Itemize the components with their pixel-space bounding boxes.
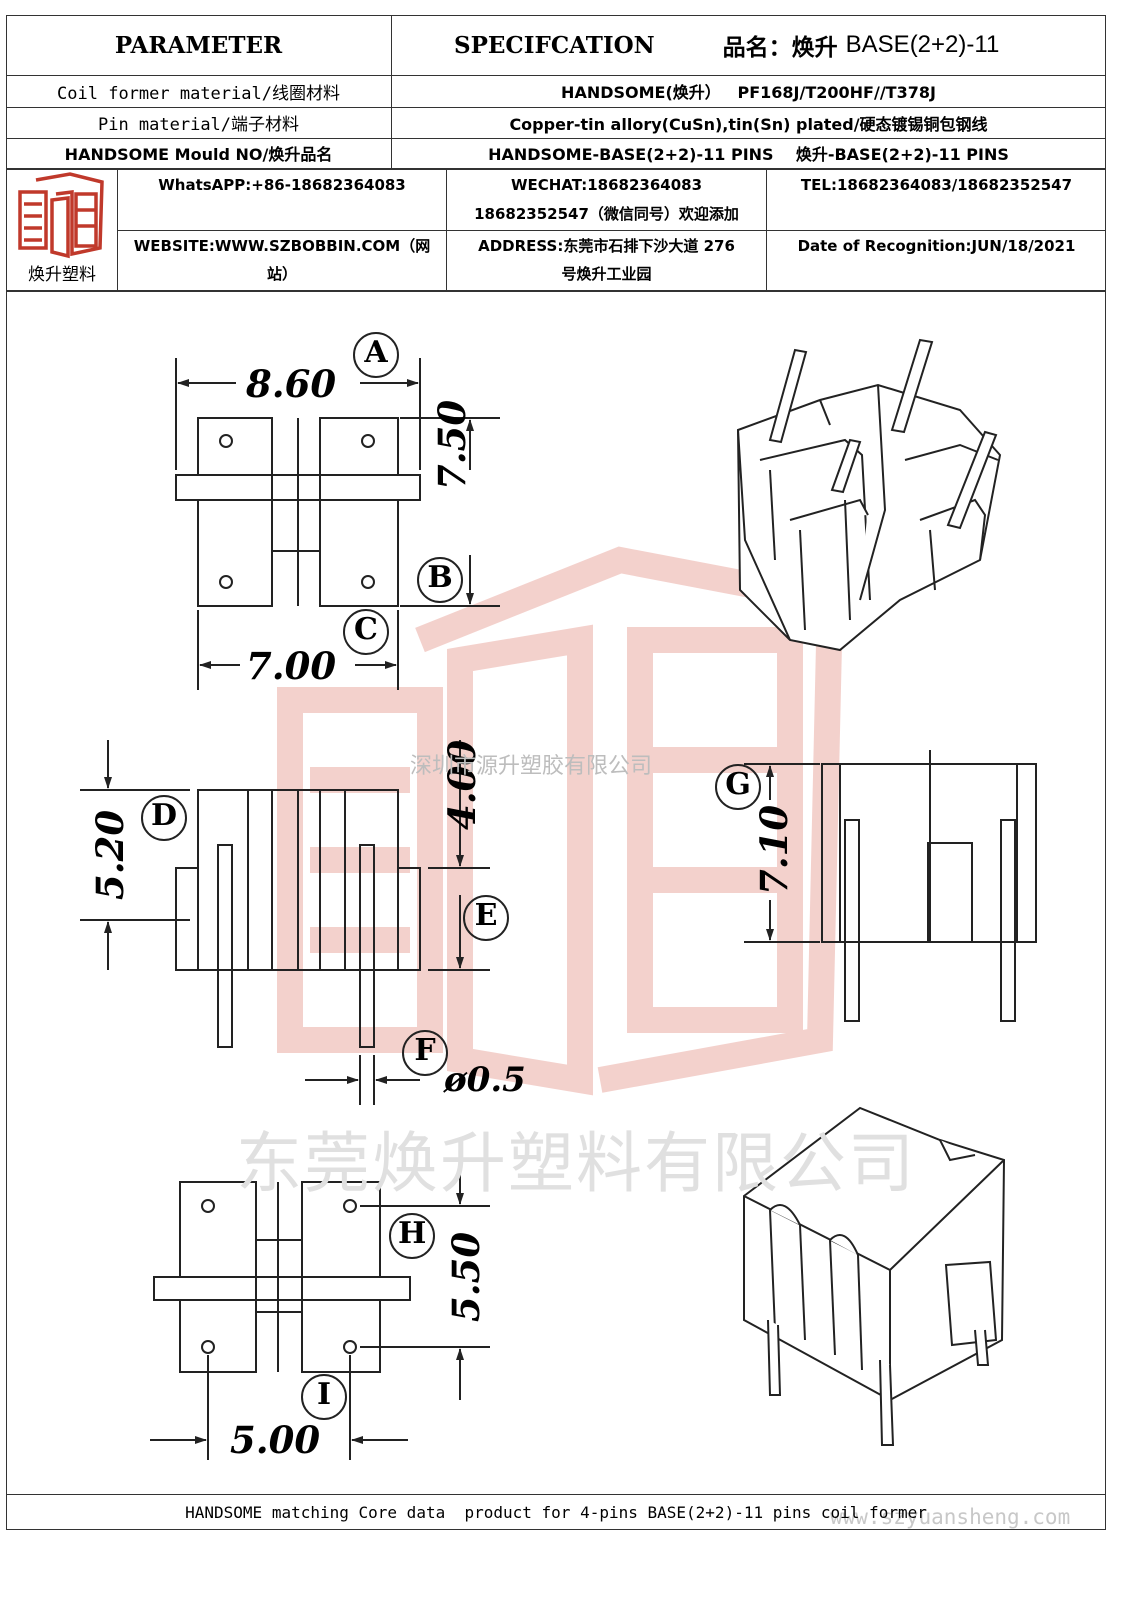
coil-material-label: Coil former material/线圈材料 (57, 83, 340, 104)
mould-no-label: HANDSOME Mould NO/焕升品名 (64, 145, 333, 164)
dim-d-value: 5.20 (88, 809, 132, 900)
dim-c-value: 7.00 (246, 644, 337, 688)
website-line-2: 站） (266, 265, 297, 283)
label-b: B (427, 560, 453, 595)
watermark-website: www.szyuansheng.com (830, 1505, 1071, 1529)
tel-info: TEL:18682364083/18682352547 (800, 176, 1073, 194)
watermark-company-small: 深圳市源升塑胶有限公司 (410, 754, 653, 779)
website-line-1: WEBSITE:WWW.SZBOBBIN.COM（网 (133, 237, 431, 255)
label-h: H (398, 1216, 427, 1251)
dim-a-value: 8.60 (246, 362, 337, 406)
pin-material-value: Copper-tin allory(CuSn),tin(Sn) plated/硬… (509, 114, 988, 134)
watermark-company-large: 东莞焕升塑料有限公司 (236, 1125, 916, 1202)
wechat-line-1: WECHAT:18682364083 (510, 176, 702, 194)
label-a: A (364, 335, 388, 370)
dim-g-value: 7.10 (752, 804, 796, 895)
address-info: ADDRESS:东莞市石排下沙大道 276 号焕升工业园 (447, 232, 766, 290)
specification-header: SPECIFCATION 品名： 焕升 BASE(2+2)-11 (391, 15, 1106, 75)
dim-i-value: 5.00 (230, 1418, 321, 1462)
parameter-header: PARAMETER (114, 31, 283, 59)
footer-note: HANDSOME matching Core data product for … (185, 1502, 927, 1522)
address-line-2: 号焕升工业园 (561, 265, 652, 283)
label-i: I (316, 1377, 332, 1412)
dim-h-value: 5.50 (444, 1231, 488, 1322)
label-e: E (474, 898, 498, 933)
label-d: D (150, 798, 177, 833)
specification-title: SPECIFCATION (454, 31, 655, 59)
wechat-info: WECHAT:18682364083 18682352547（微信同号）欢迎添加 (447, 171, 766, 230)
label-g: G (725, 767, 751, 802)
dim-f-value: ø0.5 (444, 1060, 526, 1100)
logo-caption: 焕升塑料 (28, 265, 96, 285)
isometric-view-bottom (743, 1106, 1006, 1446)
coil-material-value: HANDSOME(焕升） PF168J/T200HF//T378J (561, 83, 936, 102)
whatsapp-info: WhatsAPP:+86-18682364083 (158, 176, 406, 194)
label-f: F (414, 1033, 436, 1068)
product-name-label: 品名： (722, 35, 792, 61)
product-name-model: BASE(2+2)-11 (845, 31, 1000, 58)
isometric-view-top (736, 338, 1002, 652)
wechat-line-2: 18682352547（微信同号）欢迎添加 (474, 205, 739, 223)
product-name-cn: 焕升 (791, 35, 838, 61)
company-logo: 焕升塑料 (14, 170, 110, 288)
company-info-block (6, 168, 1106, 292)
logo-mark-icon (18, 172, 104, 259)
address-line-1: ADDRESS:东莞市石排下沙大道 276 (478, 237, 735, 255)
bottom-view (150, 1150, 490, 1460)
side-view (715, 750, 1037, 1022)
top-view (175, 332, 500, 690)
dim-b-value: 7.50 (430, 399, 474, 490)
page-frame (6, 15, 1106, 1530)
mould-no-value: HANDSOME-BASE(2+2)-11 PINS 焕升-BASE(2+2)-… (488, 145, 1009, 164)
label-c: C (354, 612, 378, 647)
website-info: WEBSITE:WWW.SZBOBBIN.COM（网 站） (118, 232, 446, 290)
pin-material-label: Pin material/端子材料 (97, 115, 300, 135)
front-view (80, 740, 509, 1105)
recognition-date: Date of Recognition:JUN/18/2021 (797, 237, 1076, 255)
